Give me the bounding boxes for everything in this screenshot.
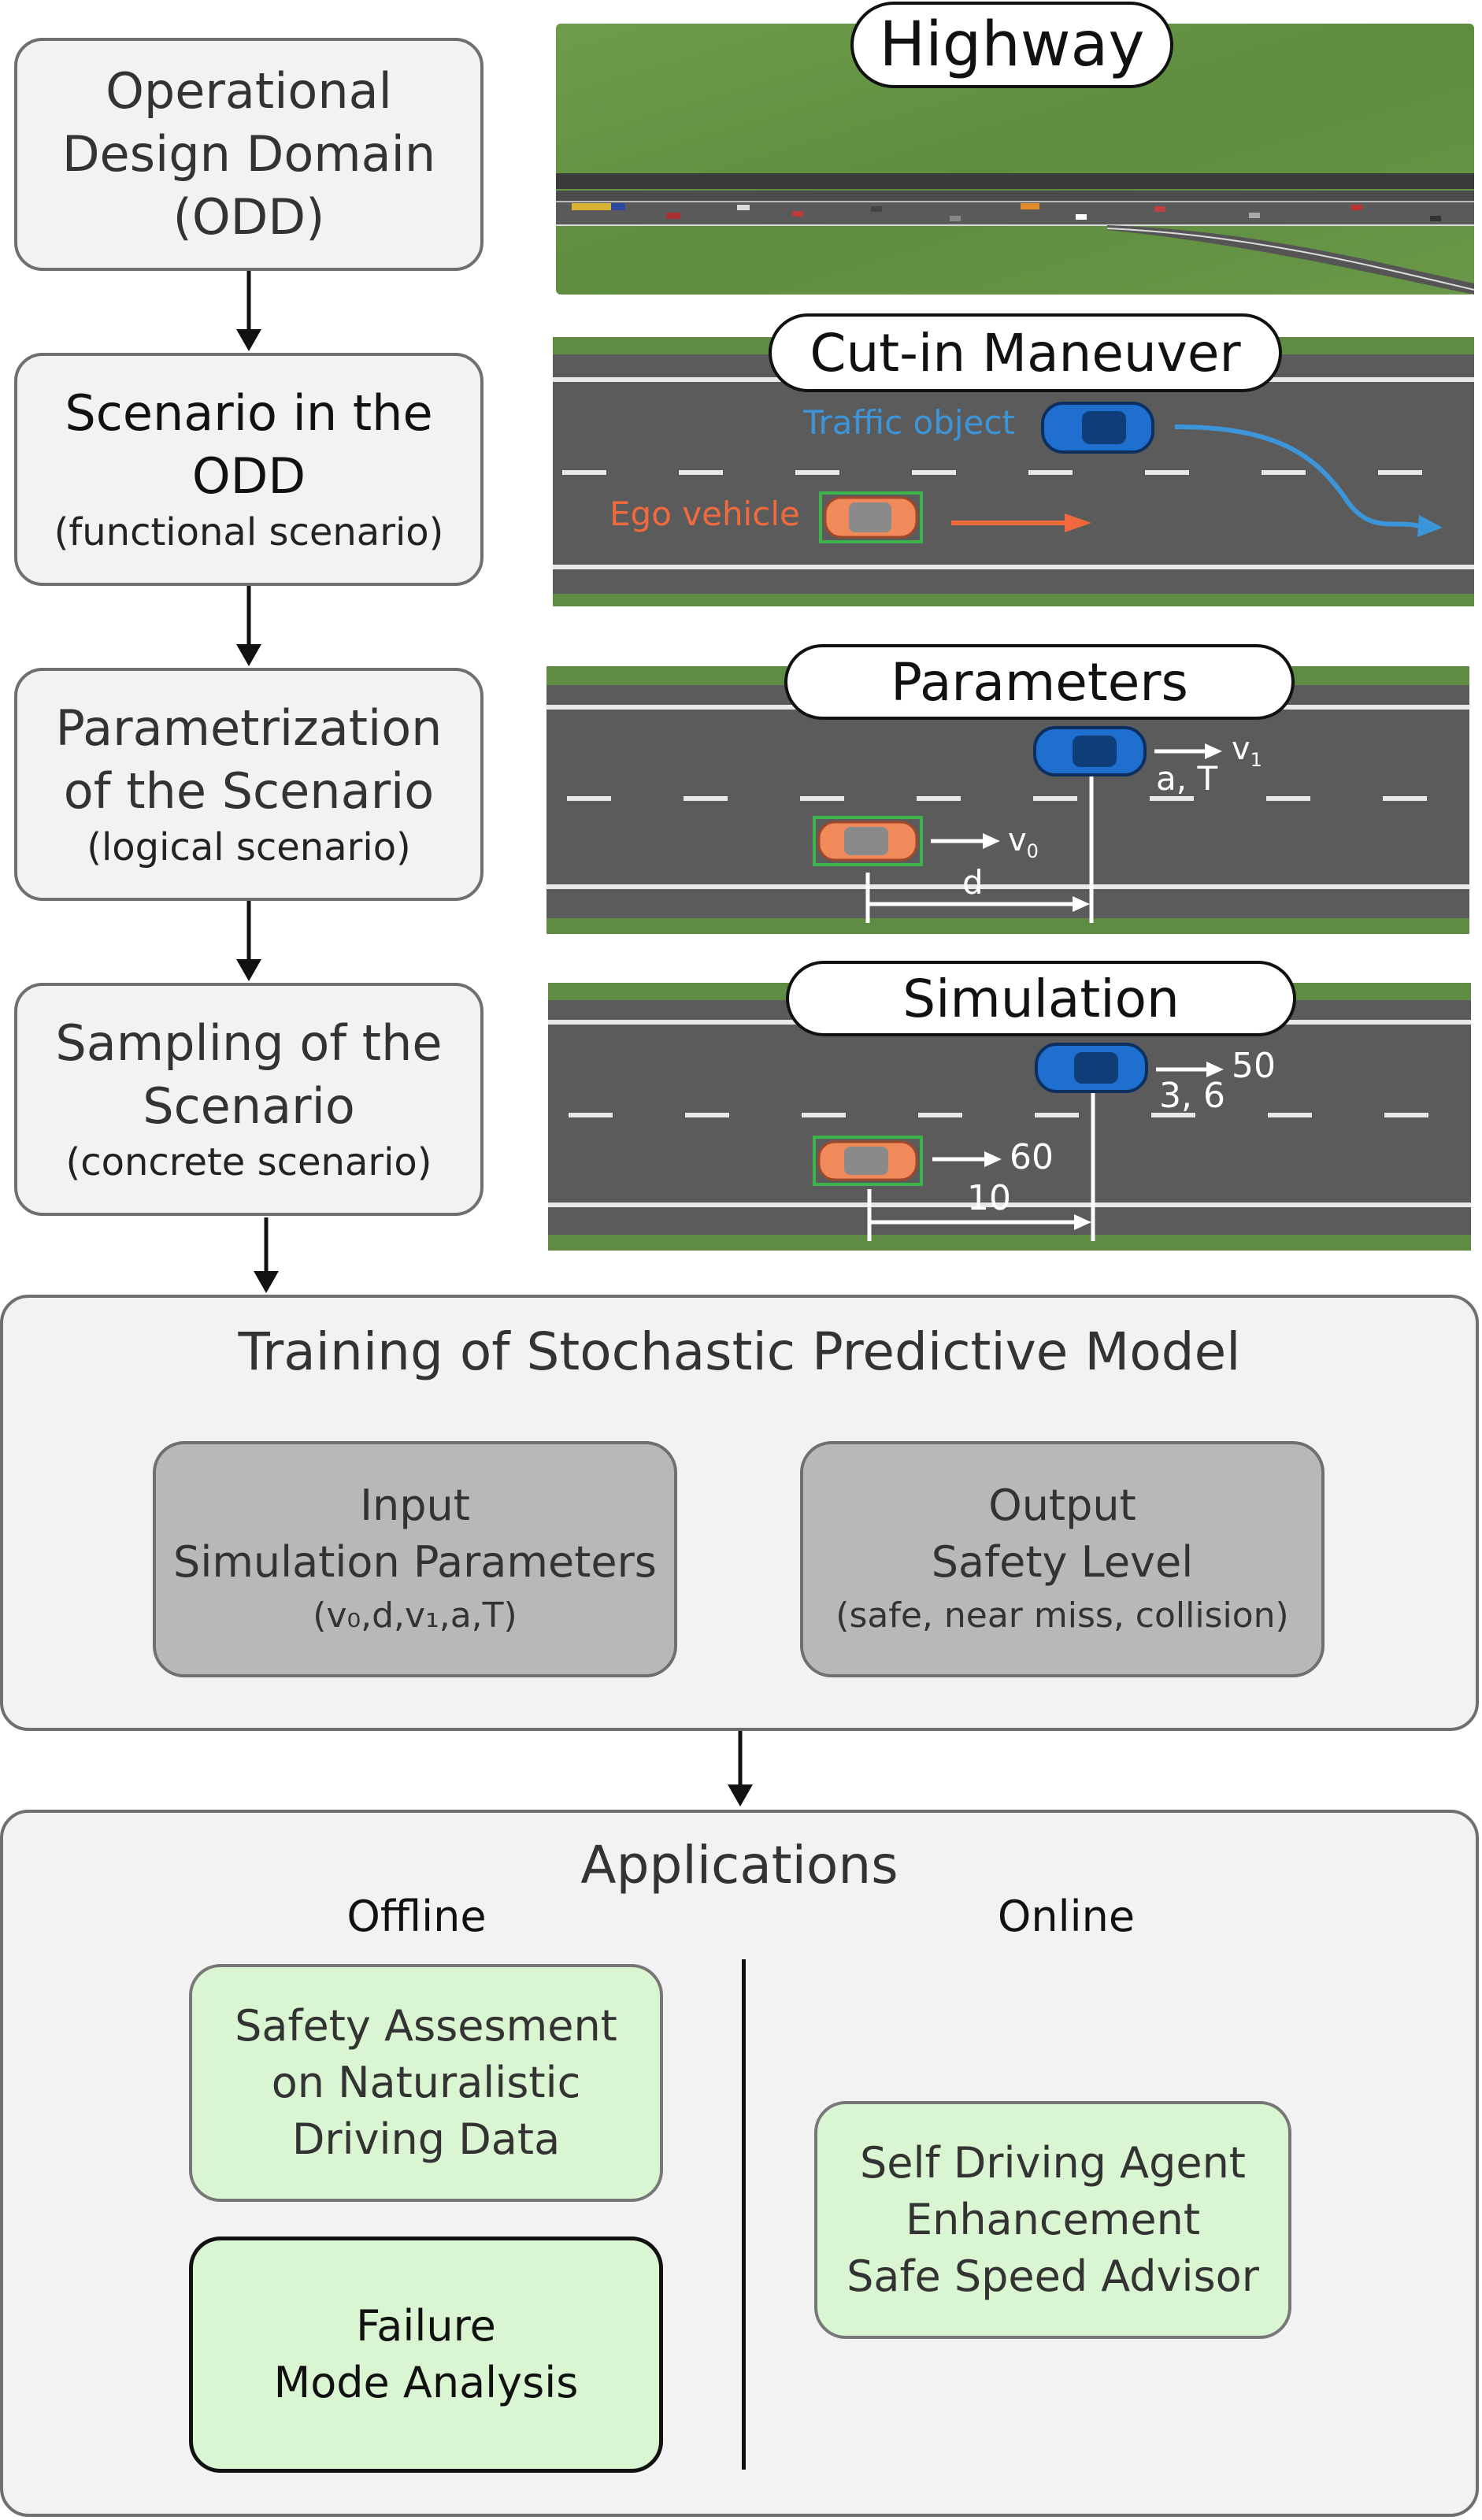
sim-aT-value: 3, 6: [1159, 1076, 1225, 1116]
failure-mode-line-2: Mode Analysis: [273, 2358, 579, 2407]
step-logical-scenario: Parametrization of the Scenario (logical…: [14, 668, 484, 901]
sim-ego-car: [813, 1136, 923, 1186]
parameters-title: Parameters: [891, 651, 1188, 713]
param-aT-label: a, T: [1156, 759, 1218, 798]
online-label: Online: [997, 1892, 1136, 1941]
param-v0-label: v0: [1008, 822, 1039, 862]
applications-box: Applications Offline Online Safety Asses…: [0, 1810, 1479, 2517]
step-concrete-title: Sampling of the: [55, 1014, 443, 1072]
offline-online-divider: [742, 1959, 746, 2470]
training-output-levels: (safe, near miss, collision): [835, 1595, 1289, 1636]
self-driving-box: Self Driving Agent Enhancement Safe Spee…: [814, 2101, 1291, 2339]
traffic-object-car: [1041, 402, 1154, 454]
ego-vehicle-label: Ego vehicle: [609, 495, 800, 533]
sim-d-value: 10: [967, 1178, 1011, 1218]
self-driving-line-3: Safe Speed Advisor: [847, 2251, 1259, 2301]
step-odd-title: Operational Design Domain: [61, 62, 436, 183]
sim-traffic-car: [1035, 1043, 1148, 1093]
param-ego-car: [813, 816, 923, 866]
training-input-params: (v₀,d,v₁,a,T): [313, 1595, 517, 1636]
step-functional-title-2: ODD: [191, 447, 306, 505]
param-traffic-car: [1033, 726, 1147, 776]
training-output-box: Output Safety Level (safe, near miss, co…: [800, 1441, 1325, 1677]
cutin-title: Cut-in Maneuver: [810, 322, 1241, 384]
training-input-title: Input: [360, 1480, 470, 1530]
training-box: Training of Stochastic Predictive Model …: [0, 1295, 1479, 1731]
param-d-label: d: [962, 863, 984, 902]
self-driving-line-2: Enhancement: [905, 2195, 1201, 2244]
failure-mode-box: Failure Mode Analysis: [189, 2236, 663, 2473]
safety-assessment-line-2: on Naturalistic: [271, 2058, 581, 2107]
offline-label: Offline: [346, 1892, 487, 1941]
training-title: Training of Stochastic Predictive Model: [238, 1321, 1241, 1382]
step-odd-title-2: (ODD): [172, 188, 325, 246]
cutin-title-pill: Cut-in Maneuver: [769, 313, 1282, 392]
step-concrete-sub: (concrete scenario): [65, 1140, 432, 1184]
step-logical-sub: (logical scenario): [87, 825, 411, 869]
step-functional-sub: (functional scenario): [54, 510, 444, 554]
step-logical-title-2: of the Scenario: [63, 762, 435, 820]
highway-panel: [556, 24, 1475, 295]
highway-aerial-image: [556, 24, 1475, 295]
traffic-object-label: Traffic object: [803, 403, 1015, 442]
training-output-subtitle: Safety Level: [931, 1537, 1194, 1587]
safety-assessment-line-3: Driving Data: [291, 2114, 561, 2164]
safety-assessment-line-1: Safety Assesment: [235, 2001, 617, 2051]
sim-v1-value: 50: [1232, 1046, 1276, 1086]
step-odd: Operational Design Domain (ODD): [14, 38, 484, 271]
parameters-title-pill: Parameters: [784, 644, 1295, 720]
simulation-title: Simulation: [902, 968, 1180, 1029]
training-output-title: Output: [988, 1480, 1136, 1530]
safety-assessment-box: Safety Assesment on Naturalistic Driving…: [189, 1964, 663, 2202]
ego-vehicle-car: [819, 491, 923, 543]
training-input-subtitle: Simulation Parameters: [173, 1537, 657, 1587]
highway-title: Highway: [879, 9, 1145, 80]
failure-mode-line-1: Failure: [356, 2301, 496, 2351]
step-functional-scenario: Scenario in the ODD (functional scenario…: [14, 353, 484, 586]
sim-v0-value: 60: [1010, 1137, 1054, 1177]
step-concrete-title-2: Scenario: [143, 1077, 355, 1135]
training-input-box: Input Simulation Parameters (v₀,d,v₁,a,T…: [153, 1441, 677, 1677]
step-functional-title: Scenario in the: [65, 384, 433, 442]
step-concrete-scenario: Sampling of the Scenario (concrete scena…: [14, 983, 484, 1216]
param-v1-label: v1: [1232, 731, 1262, 771]
applications-title: Applications: [580, 1835, 898, 1896]
highway-title-pill: Highway: [850, 2, 1173, 88]
simulation-title-pill: Simulation: [786, 961, 1296, 1036]
step-logical-title: Parametrization: [55, 699, 443, 757]
self-driving-line-1: Self Driving Agent: [860, 2138, 1246, 2188]
